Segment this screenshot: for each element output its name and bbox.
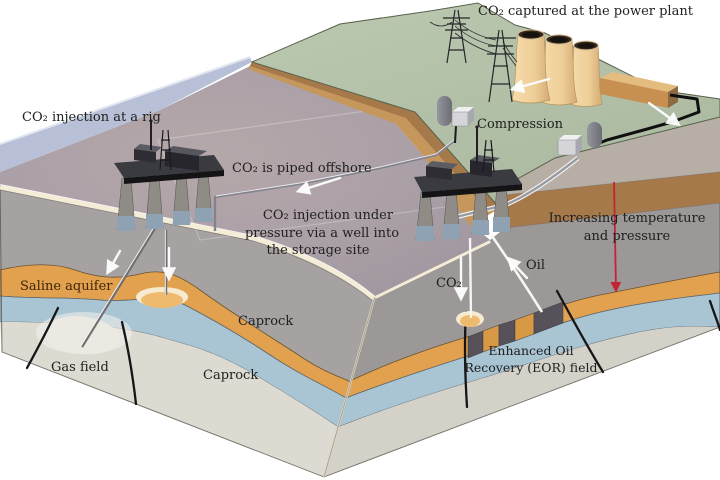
comp1-box-side [468,107,474,126]
label-temp-line1: Increasing temperature [549,211,706,226]
rig2-mast-tip [475,125,479,129]
compression-station-2 [557,122,602,156]
plant-building-front [600,78,668,108]
rig1-box1-front [134,149,156,163]
rig1-slant-well-hl [80,223,157,347]
label-oil-well: Oil [526,258,545,273]
label-piped-offshore: CO₂ is piped offshore [232,161,372,176]
left-face-basement-gray [0,322,338,477]
arrow-oil-up [506,256,529,280]
co2-plume-rig1-core [141,292,183,308]
wells [80,223,544,348]
arrow-land-west [509,77,551,94]
comp1-box-top [452,107,474,112]
rig2-injection-well [468,237,473,319]
offshore-pipe-highlight [215,138,456,197]
rig1-slant-well [80,224,159,348]
seafloor-highlight [0,183,376,297]
offshore-pipe [213,139,456,231]
eor-striped-band [467,301,564,359]
rig1-derrick [159,129,172,171]
rig2-deck-top [414,169,522,192]
rig1-leg-bases [117,208,212,231]
shoreline-band [0,57,252,172]
left-face-strata [0,177,375,478]
arrow-rig1-slant [106,249,122,276]
seafloor-cream-band [0,184,376,300]
cooling-tower-2 [540,34,578,106]
plant-building-end [668,86,678,108]
label-injection-line1: CO₂ injection under [263,208,394,223]
label-gas-field: Gas field [51,360,109,375]
rig1-deck-edge [124,170,224,184]
label-injection-line3: the storage site [266,243,369,258]
label-power-plant-capture: CO₂ captured at the power plant [478,4,694,19]
label-compression: Compression [477,117,564,132]
gas-field-blob [44,316,120,355]
label-co2-well: CO₂ [436,276,462,291]
shoreline-highlight [0,56,251,145]
rig2-box1-front [426,166,452,180]
rig1-box1-top [134,144,162,152]
rig1-box2-front [165,151,199,171]
label-saline-aquifer: Saline aquifer [20,279,113,294]
sea-plane [0,66,490,296]
label-eor-line2: Recovery (EOR) field [464,360,597,375]
rig1-box2-top [165,146,207,156]
comp2-box-side [576,135,582,155]
flow-arrows [106,77,681,302]
label-eor-line1: Enhanced Oil [488,343,573,358]
cooling-tower-1 [511,29,551,104]
comp1-box-front [451,111,469,127]
rig2-box2-front [470,160,492,177]
rig2-derrick [482,139,495,173]
plant-building-top [600,72,678,92]
coast-gray-band-right [505,117,720,195]
transmission-pylon-2 [485,29,516,103]
right-face-reservoir-gray [352,203,720,380]
label-caprock-upper: Caprock [238,314,293,329]
power-plant [429,9,678,108]
fault-line-gasfield-left [25,306,60,370]
right-face-strata [323,203,720,478]
comp2-dome [587,122,602,148]
rig2-leg-bases [416,217,510,241]
arrow-land-east [647,101,681,127]
fault-line-gasfield-right [120,320,138,406]
rig2-deck-edge [422,184,522,198]
arrow-pipe-offshore [295,176,342,195]
rig1-mast-tip [149,119,153,123]
left-face-reservoir-gray [0,184,375,382]
rig2-box1-top [426,161,458,169]
coast-brown-band-right [497,172,720,228]
fault-line-eor-right [555,289,605,374]
co2-plume-rig2-core [460,315,480,327]
diagram-labels: CO₂ captured at the power plant CO₂ inje… [20,4,706,383]
comp2-box-front [557,139,577,156]
label-temp-line2: and pressure [584,229,671,244]
oil-rig-1 [114,119,224,231]
power-lines [429,19,518,67]
oil-rig-2 [414,125,522,241]
arrow-temperature-red [610,181,622,293]
compression-station-1 [437,96,474,144]
transmission-pylon-1 [443,9,470,64]
comp2-box-top [558,135,582,140]
label-caprock-lower: Caprock [203,368,258,383]
comp1-dome [437,96,452,126]
fault-line-far-right [708,299,720,332]
comp1-pipe-stub [454,125,457,144]
label-injection-line2: pressure via a well into [245,226,399,241]
label-rig-injection: CO₂ injection at a rig [22,110,161,125]
